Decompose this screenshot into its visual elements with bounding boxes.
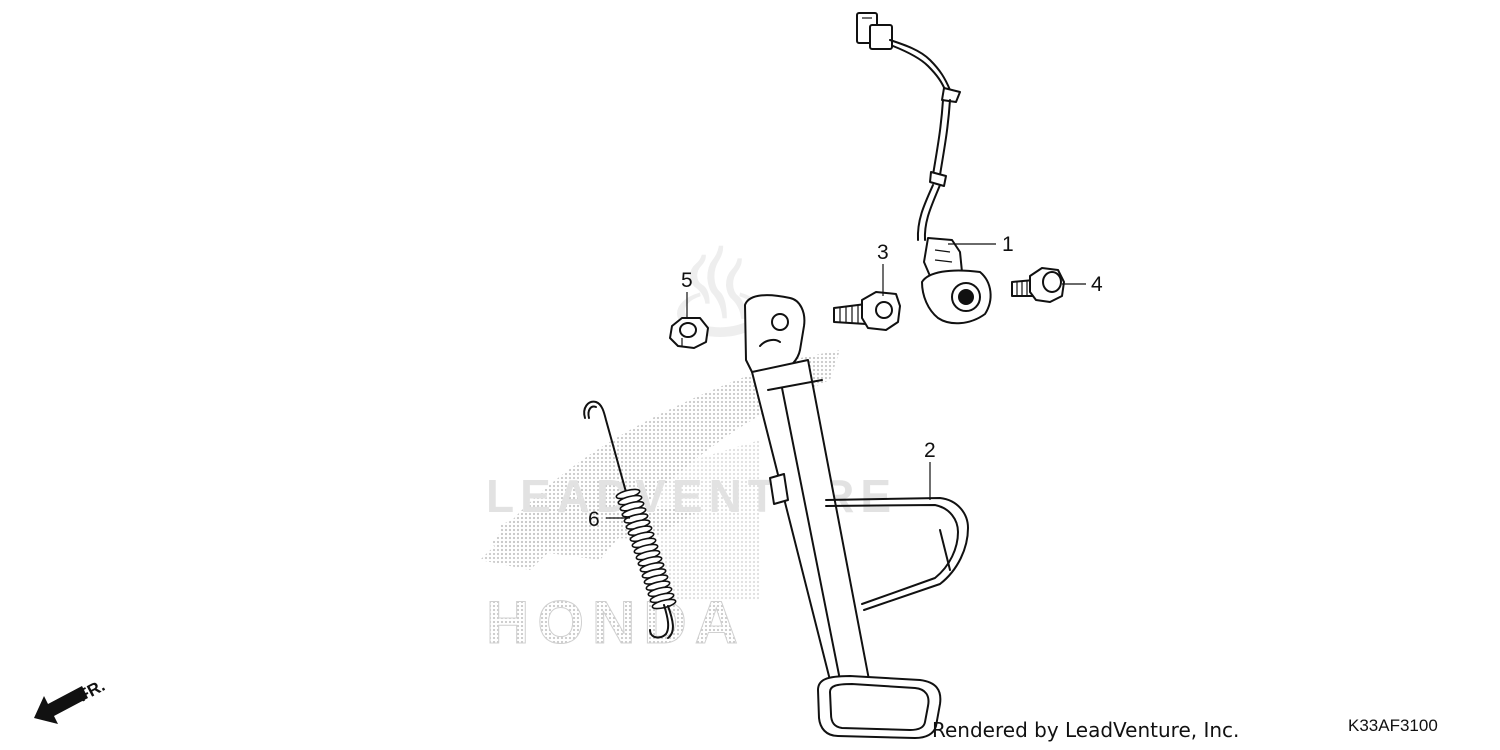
leader-lines bbox=[606, 243, 1086, 519]
diagram-code: K33AF3100 bbox=[1348, 716, 1438, 735]
front-direction-arrow: FR. bbox=[34, 676, 108, 724]
callout-5: 5 bbox=[681, 269, 693, 292]
callout-4: 4 bbox=[1091, 273, 1103, 296]
callout-6: 6 bbox=[588, 508, 600, 531]
part-6-spring bbox=[583, 400, 677, 639]
callout-3: 3 bbox=[877, 241, 889, 264]
part-3-pivot-bolt bbox=[833, 291, 901, 331]
part-4-bolt bbox=[1011, 267, 1065, 303]
render-credit: Rendered by LeadVenture, Inc. bbox=[932, 718, 1240, 742]
callout-2: 2 bbox=[924, 439, 936, 462]
callout-1: 1 bbox=[1002, 233, 1014, 256]
part-2-side-stand bbox=[744, 294, 969, 739]
part-1-side-stand-switch bbox=[856, 12, 992, 325]
watermark-honda-text: HONDA bbox=[486, 589, 746, 656]
part-5-nut bbox=[669, 317, 709, 349]
